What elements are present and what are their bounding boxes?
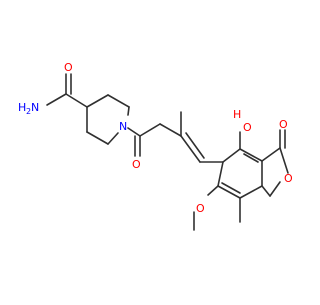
- bond-pip-4: [107, 132, 119, 145]
- structure-diagram: H 2 N O N O O H O O O: [18, 61, 293, 231]
- bond-lac-4: [261, 185, 271, 197]
- hydroxyl-o-label: O: [243, 121, 252, 134]
- bond-pip-2: [107, 94, 130, 108]
- amide-n-label: N: [31, 101, 39, 114]
- bond-ome-1: [207, 185, 219, 196]
- bond-ar-2: [239, 148, 263, 162]
- bond-alkene-b: [185, 132, 205, 159]
- bond-lac-3: [269, 181, 281, 197]
- bond-ar-1: [222, 148, 241, 163]
- lactone-carbonyl-o-label: O: [279, 118, 288, 131]
- bond-pip-5: [86, 131, 109, 145]
- bond-lac-2: [279, 147, 289, 174]
- bond-pip-3: [127, 106, 130, 116]
- bond-amide-ring: [65, 93, 88, 108]
- bond-lines: [46, 73, 289, 231]
- lactone-ring-o-label: O: [284, 172, 293, 185]
- atom-labels: H 2 N O N O O H O O O: [18, 61, 293, 215]
- bond-ar-6: [217, 161, 224, 187]
- bond-lac-1: [261, 147, 281, 162]
- bond-chain-1: [139, 123, 161, 137]
- bond-ar-5: [217, 185, 241, 199]
- bond-alkene-a: [180, 135, 201, 163]
- amide-h-subscript: 2: [26, 107, 31, 116]
- amide-o-label: O: [64, 61, 73, 74]
- ketone-o-label: O: [132, 158, 141, 171]
- amide-h-label: H: [18, 101, 26, 114]
- bond-ar-4: [239, 185, 263, 199]
- hydroxyl-h-label: H: [233, 108, 241, 121]
- bond-ar-inner-1: [243, 153, 259, 163]
- bond-cn-amide: [46, 93, 67, 106]
- bond-pip-1: [86, 94, 109, 108]
- bond-chain-2: [159, 123, 182, 137]
- molecule-canvas: H 2 N O N O O H O O O: [18, 61, 293, 231]
- bond-n-carbonyl: [127, 127, 141, 137]
- bond-ar-inner-2: [221, 182, 241, 194]
- methoxy-o-label: O: [196, 202, 205, 215]
- piperidine-n-label: N: [119, 120, 127, 133]
